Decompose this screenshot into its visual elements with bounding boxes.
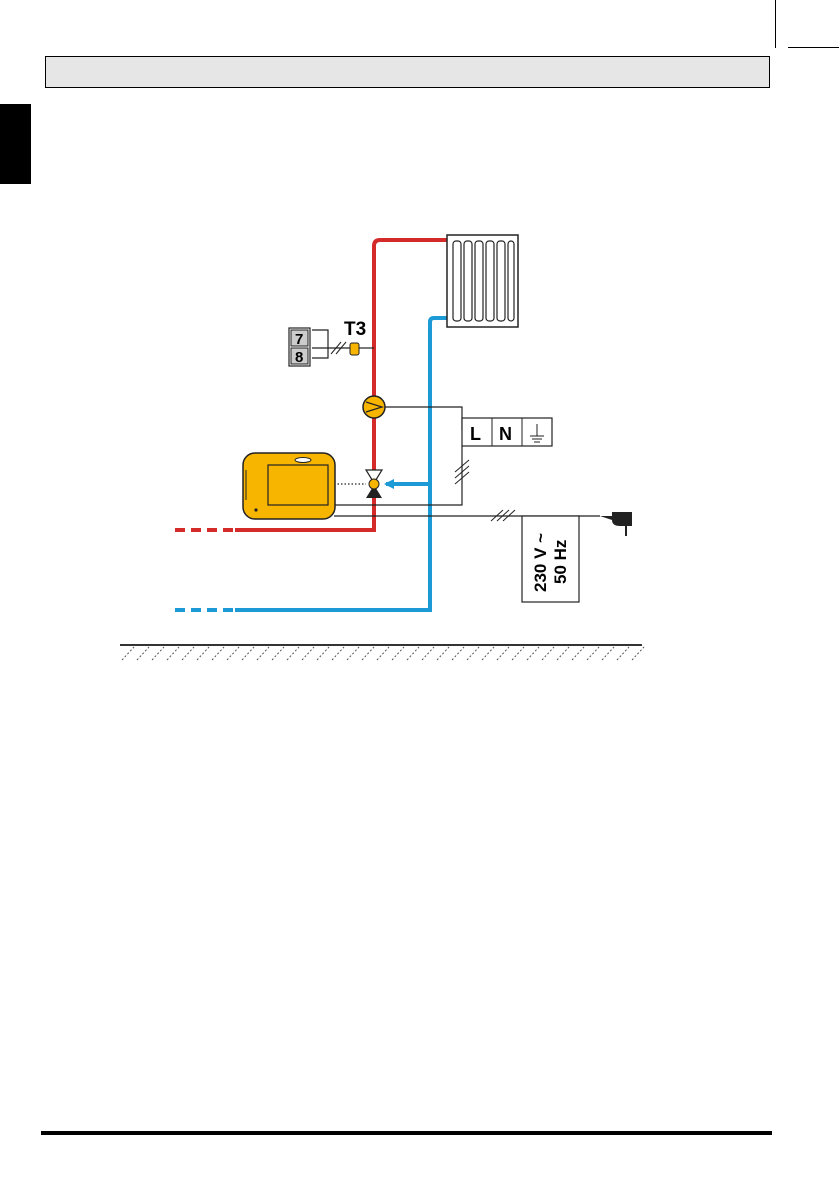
- frequency-label: 50 Hz: [551, 540, 570, 584]
- terminal-7-label: 7: [295, 331, 303, 348]
- controller-unit: [243, 453, 335, 519]
- ground-line: [120, 645, 644, 660]
- power-n-label: N: [499, 424, 512, 444]
- radiator: [447, 235, 518, 327]
- footer-rule: [41, 1131, 772, 1135]
- cold-flow-arrow: [384, 479, 394, 489]
- temperature-sensor-t3: [350, 343, 359, 355]
- mixing-valve: [366, 470, 382, 498]
- wiring: [312, 330, 600, 516]
- power-plug-icon: [600, 512, 632, 536]
- terminal-8-label: 8: [295, 349, 303, 366]
- voltage-label: 230 V ~: [531, 533, 550, 592]
- sensor-label: T3: [344, 319, 366, 340]
- circulation-pump: [363, 396, 385, 418]
- power-l-label: L: [470, 424, 481, 444]
